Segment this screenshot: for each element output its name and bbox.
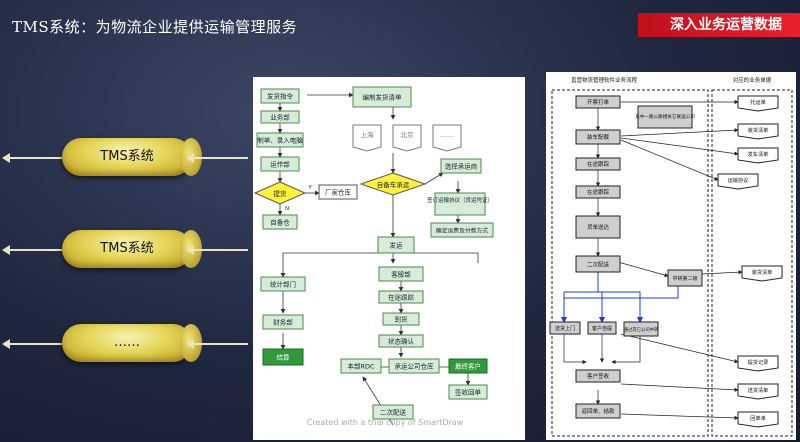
left-arrow <box>2 339 62 349</box>
label-no: N <box>285 206 289 212</box>
node-customer-service: 客服部 <box>391 270 411 279</box>
step-door-delivery: 送货上门 <box>555 325 575 332</box>
page-title: TMS系统：为物流企业提供运输管理服务 <box>12 18 298 36</box>
node-business-dept: 业务部 <box>270 113 290 122</box>
section-banner: 深入业务运营数据 <box>638 13 800 37</box>
label-yes: Y <box>307 185 312 191</box>
step-other-company: 通过其它公司中转 <box>623 326 659 333</box>
step-transfer: 中转第二级 <box>672 275 697 282</box>
node-tracking: 在途跟踪 <box>388 293 415 302</box>
step-side-partner: 某中一路公路相关它联运公司 <box>635 113 695 120</box>
node-second-delivery: 二次配送 <box>380 408 407 417</box>
process-flowchart: 直营物流管理软件业务流程 对应的业务单据 开票打单 某中一路公路相关它联运公司 <box>546 72 796 440</box>
step-return-settle: 返回单、结款 <box>581 407 615 415</box>
step-delivered: 货单送达 <box>587 223 610 231</box>
node-freight-payment: 确定运费及付款方式 <box>436 227 488 235</box>
logistics-flowchart: 发货指令 业务部 制单、录入电脑 运作部 提货 自备仓 厂家仓库 Y N 编制发… <box>253 77 525 440</box>
tms-pill-1[interactable]: TMS系统 <box>62 138 202 176</box>
node-status-confirm: 状态确认 <box>388 337 415 346</box>
node-pickup: 提货 <box>274 189 288 198</box>
node-select-carrier: 选择承运商 <box>445 162 478 171</box>
doc-more: …… <box>441 131 454 139</box>
doc-waybill: 托运单 <box>750 98 766 106</box>
node-operations: 运作部 <box>270 160 290 169</box>
node-arrival: 到货 <box>395 315 409 324</box>
node-create-order: 制单、录入电脑 <box>257 136 303 145</box>
step-loading: 装车配载 <box>587 133 610 141</box>
flow2-header-right: 对应的业务单据 <box>733 76 772 84</box>
doc-delivery-list: 送货清单 <box>748 386 769 394</box>
left-arrow <box>2 245 62 255</box>
node-own-truck: 自备车承运 <box>377 180 410 189</box>
node-rdc: 本部RDC <box>347 362 375 371</box>
step-self-pickup: 客户自提 <box>592 325 612 332</box>
tms-pill-2[interactable]: TMS系统 <box>62 230 202 268</box>
left-arrow <box>2 153 62 163</box>
node-settlement: 结算 <box>277 353 291 362</box>
doc-beijing: 北京 <box>401 130 415 139</box>
step-tracking-1: 在途跟踪 <box>587 160 610 168</box>
doc-loading-list-2: 装货清单 <box>752 268 773 276</box>
doc-departure-list: 发车清单 <box>748 150 769 158</box>
node-factory-warehouse: 厂家仓库 <box>325 188 352 197</box>
node-own-warehouse: 自备仓 <box>270 218 290 227</box>
node-final-customer: 最终客户 <box>455 362 481 371</box>
node-sign-agreement: 签订运输协议（货运凭证） <box>427 196 493 204</box>
right-arrow <box>186 153 248 163</box>
flow2-header-left: 直营物流管理软件业务流程 <box>571 76 638 84</box>
step-customer-sign: 客户签收 <box>587 372 610 380</box>
doc-pickup-record: 提货记录 <box>748 358 769 366</box>
node-finance: 财务部 <box>273 318 293 327</box>
node-dispatch: 发运 <box>390 241 404 250</box>
step-invoice: 开票打单 <box>587 98 610 106</box>
node-statistics: 统计部门 <box>270 280 296 289</box>
watermark-text: Created with a trial copy of SmartDraw <box>307 418 464 427</box>
more-pill[interactable]: …… <box>62 324 202 362</box>
node-dispatch-order: 发货指令 <box>267 92 294 101</box>
node-signed-receipt: 签收回单 <box>455 388 482 397</box>
node-shipping-list: 编制发货清单 <box>363 93 403 102</box>
step-second-delivery: 二次配送 <box>587 261 610 269</box>
step-tracking-2: 在途跟踪 <box>587 188 610 196</box>
doc-shanghai: 上海 <box>361 130 375 139</box>
doc-receipt: 回单单 <box>750 414 766 422</box>
doc-loading-list: 装货清单 <box>748 126 769 134</box>
node-carrier-warehouse: 承运公司仓库 <box>395 362 435 371</box>
doc-transport-agreement: 运输协议 <box>728 176 750 184</box>
right-arrow <box>186 339 248 349</box>
right-arrow <box>186 245 248 255</box>
